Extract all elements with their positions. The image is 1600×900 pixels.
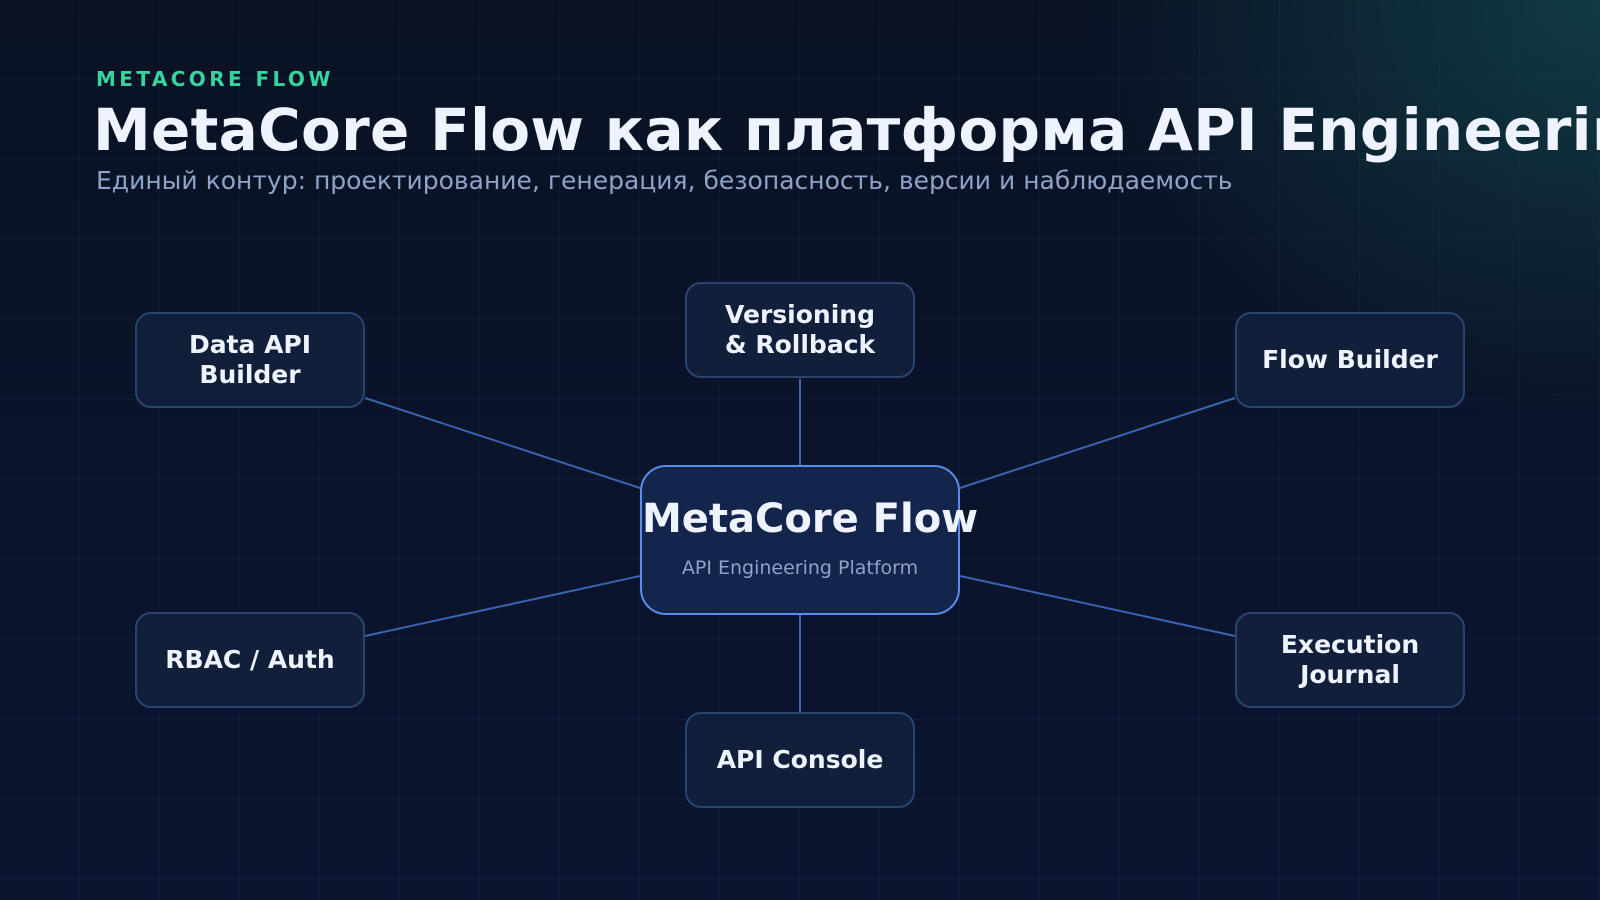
link-execution-journal bbox=[959, 575, 1236, 637]
hub-title: MetaCore Flow bbox=[642, 496, 979, 542]
link-data-api-builder bbox=[364, 397, 641, 489]
hub-node[interactable]: MetaCore Flow API Engineering Platform bbox=[640, 465, 979, 615]
node-execution-journal[interactable]: Execution Journal bbox=[1235, 612, 1465, 708]
link-rbac-auth bbox=[364, 575, 641, 637]
link-flow-builder bbox=[959, 397, 1236, 489]
node-flow-builder[interactable]: Flow Builder bbox=[1235, 312, 1465, 408]
node-api-console[interactable]: API Console bbox=[685, 712, 915, 808]
page-subtitle: Единый контур: проектирование, генерация… bbox=[96, 166, 1233, 195]
node-rbac-auth[interactable]: RBAC / Auth bbox=[135, 612, 365, 708]
eyebrow-label: METACORE FLOW bbox=[96, 67, 334, 91]
node-versioning-rollback[interactable]: Versioning & Rollback bbox=[685, 282, 915, 378]
node-data-api-builder[interactable]: Data API Builder bbox=[135, 312, 365, 408]
hub-subtitle: API Engineering Platform bbox=[681, 557, 919, 579]
page-title: MetaCore Flow как платформа API Engineer… bbox=[93, 96, 1600, 164]
